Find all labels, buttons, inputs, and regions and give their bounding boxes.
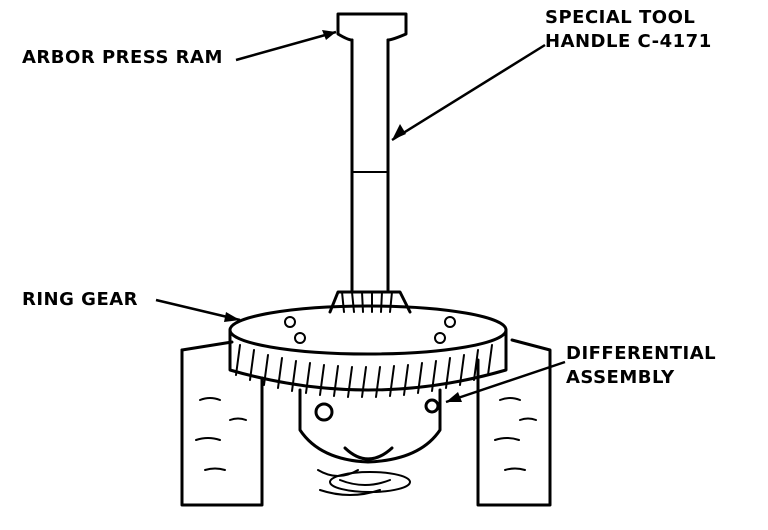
leader-special-tool (391, 43, 546, 142)
differential-label-line1: DIFFERENTIAL (566, 343, 717, 364)
arbor-press-ram (336, 12, 408, 42)
ring-gear-label: RING GEAR (22, 289, 139, 310)
special-tool-label-line1: SPECIAL TOOL (545, 7, 696, 28)
differential-label-line2: ASSEMBLY (566, 367, 675, 388)
special-tool-label-line2: HANDLE C-4171 (545, 31, 712, 52)
differential-case (298, 388, 442, 496)
left-support-block (180, 340, 264, 507)
right-support-block (476, 338, 552, 507)
tool-handle (350, 38, 390, 292)
arbor-press-ram-label: ARBOR PRESS RAM (22, 47, 223, 68)
leader-differential (445, 360, 566, 404)
ring-gear (228, 304, 508, 398)
bearing-cone (328, 290, 412, 314)
leader-arbor-press-ram (235, 30, 337, 62)
